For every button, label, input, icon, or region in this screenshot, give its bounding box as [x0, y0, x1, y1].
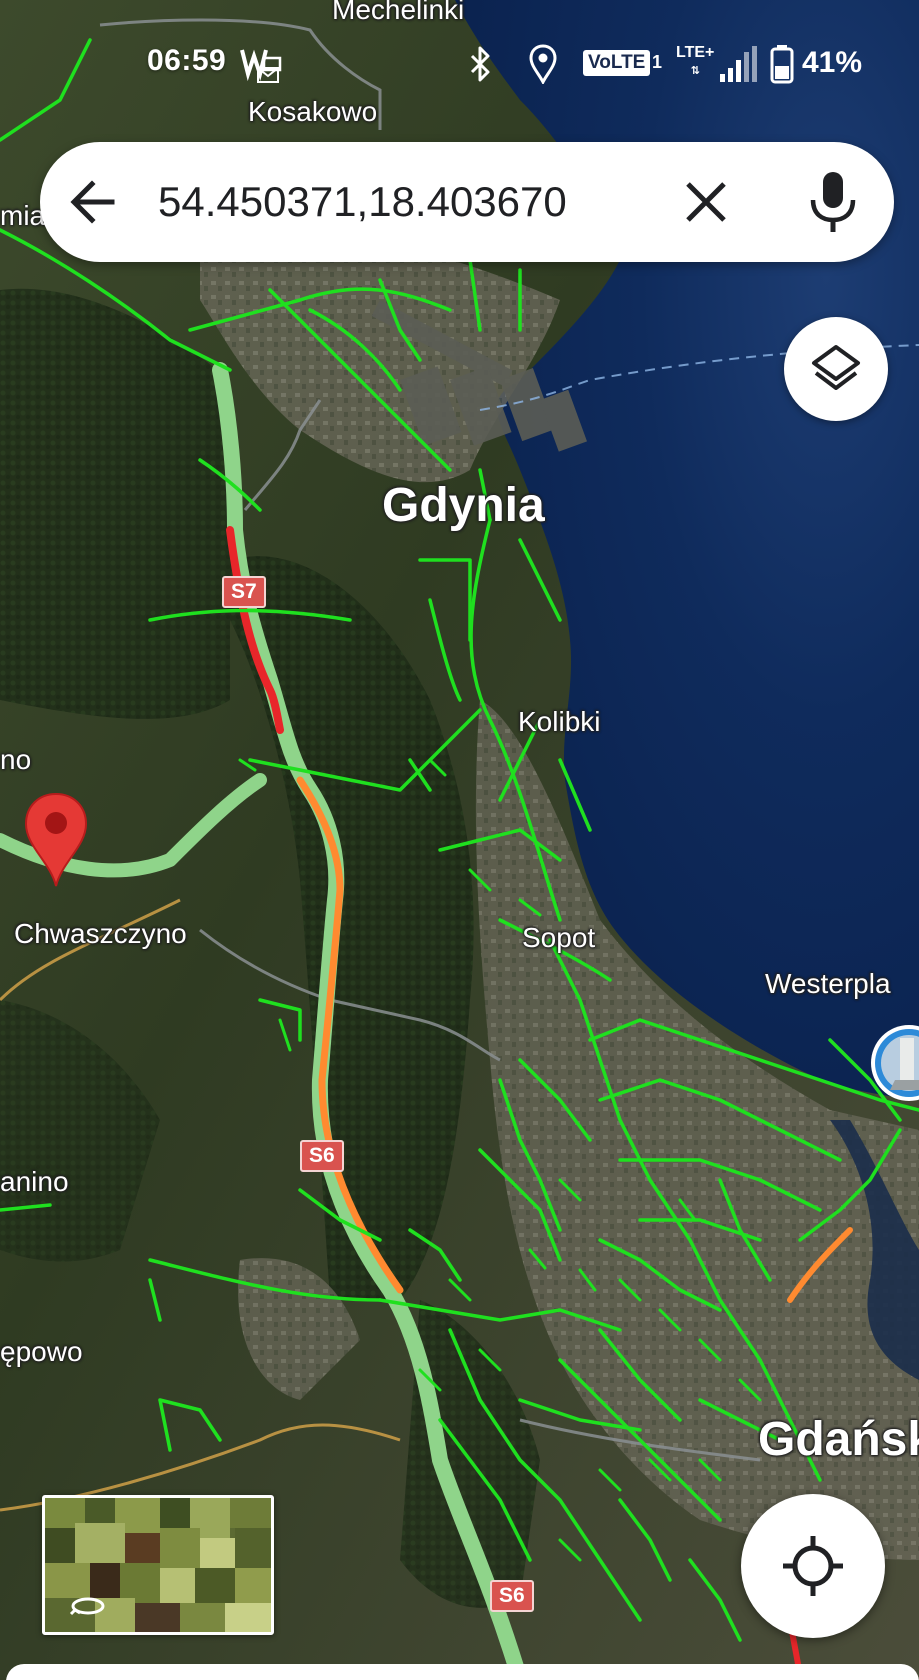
- battery-percent: 41%: [802, 46, 863, 79]
- place-label-mechelinki[interactable]: Mechelinki: [332, 0, 465, 25]
- place-label-left-edge-mid[interactable]: no: [0, 744, 32, 775]
- volte-badge: VoLTE: [583, 50, 651, 76]
- place-label-chwaszczyno[interactable]: Chwaszczyno: [14, 918, 187, 949]
- bluetooth-icon: [470, 46, 490, 82]
- road-shield-s6-north: S6: [300, 1140, 344, 1172]
- bottom-sheet-handle[interactable]: [6, 1664, 919, 1680]
- wp-mail-notification-icon: [240, 49, 282, 83]
- sim-slot-label: 1: [652, 52, 663, 72]
- network-type-text: LTE+: [676, 44, 715, 61]
- place-label-repowo[interactable]: ępowo: [0, 1336, 83, 1367]
- place-label-westerplatte[interactable]: Westerpla: [765, 968, 891, 999]
- place-label-gdansk[interactable]: Gdańsk: [758, 1413, 919, 1466]
- search-input[interactable]: [158, 172, 598, 232]
- close-icon[interactable]: [680, 176, 732, 228]
- network-type-label: LTE+ ⇅: [676, 44, 714, 80]
- battery-icon: [770, 45, 794, 84]
- place-label-kolibki[interactable]: Kolibki: [518, 706, 601, 737]
- search-bar: [40, 142, 894, 262]
- place-label-sopot[interactable]: Sopot: [522, 922, 596, 953]
- layers-button[interactable]: [784, 317, 888, 421]
- microphone-icon[interactable]: [808, 170, 858, 234]
- signal-icon: [720, 46, 757, 82]
- location-icon: [529, 44, 557, 84]
- road-shield-s7: S7: [222, 576, 266, 608]
- place-label-kosakowo[interactable]: Kosakowo: [248, 96, 378, 127]
- data-arrows-icon: ⇅: [690, 65, 700, 77]
- street-view-rotate-icon: [69, 1597, 105, 1616]
- street-view-preview-image: [45, 1498, 271, 1632]
- place-label-banino[interactable]: anino: [0, 1166, 69, 1197]
- place-label-left-edge-top[interactable]: mia: [0, 200, 46, 231]
- street-view-thumbnail[interactable]: [42, 1495, 274, 1635]
- my-location-button[interactable]: [741, 1494, 885, 1638]
- status-time: 06:59: [147, 44, 227, 77]
- westerplatte-photo-pin[interactable]: [871, 1025, 919, 1101]
- layers-icon: [812, 345, 860, 390]
- dropped-pin-marker-icon[interactable]: [24, 792, 88, 888]
- place-label-gdynia[interactable]: Gdynia: [382, 479, 545, 532]
- arrow-back-icon[interactable]: [66, 174, 122, 230]
- status-bar: 06:59 VoLTE 1 LTE+ ⇅: [0, 0, 919, 130]
- road-shield-s6-south: S6: [490, 1580, 534, 1612]
- my-location-icon: [783, 1536, 843, 1596]
